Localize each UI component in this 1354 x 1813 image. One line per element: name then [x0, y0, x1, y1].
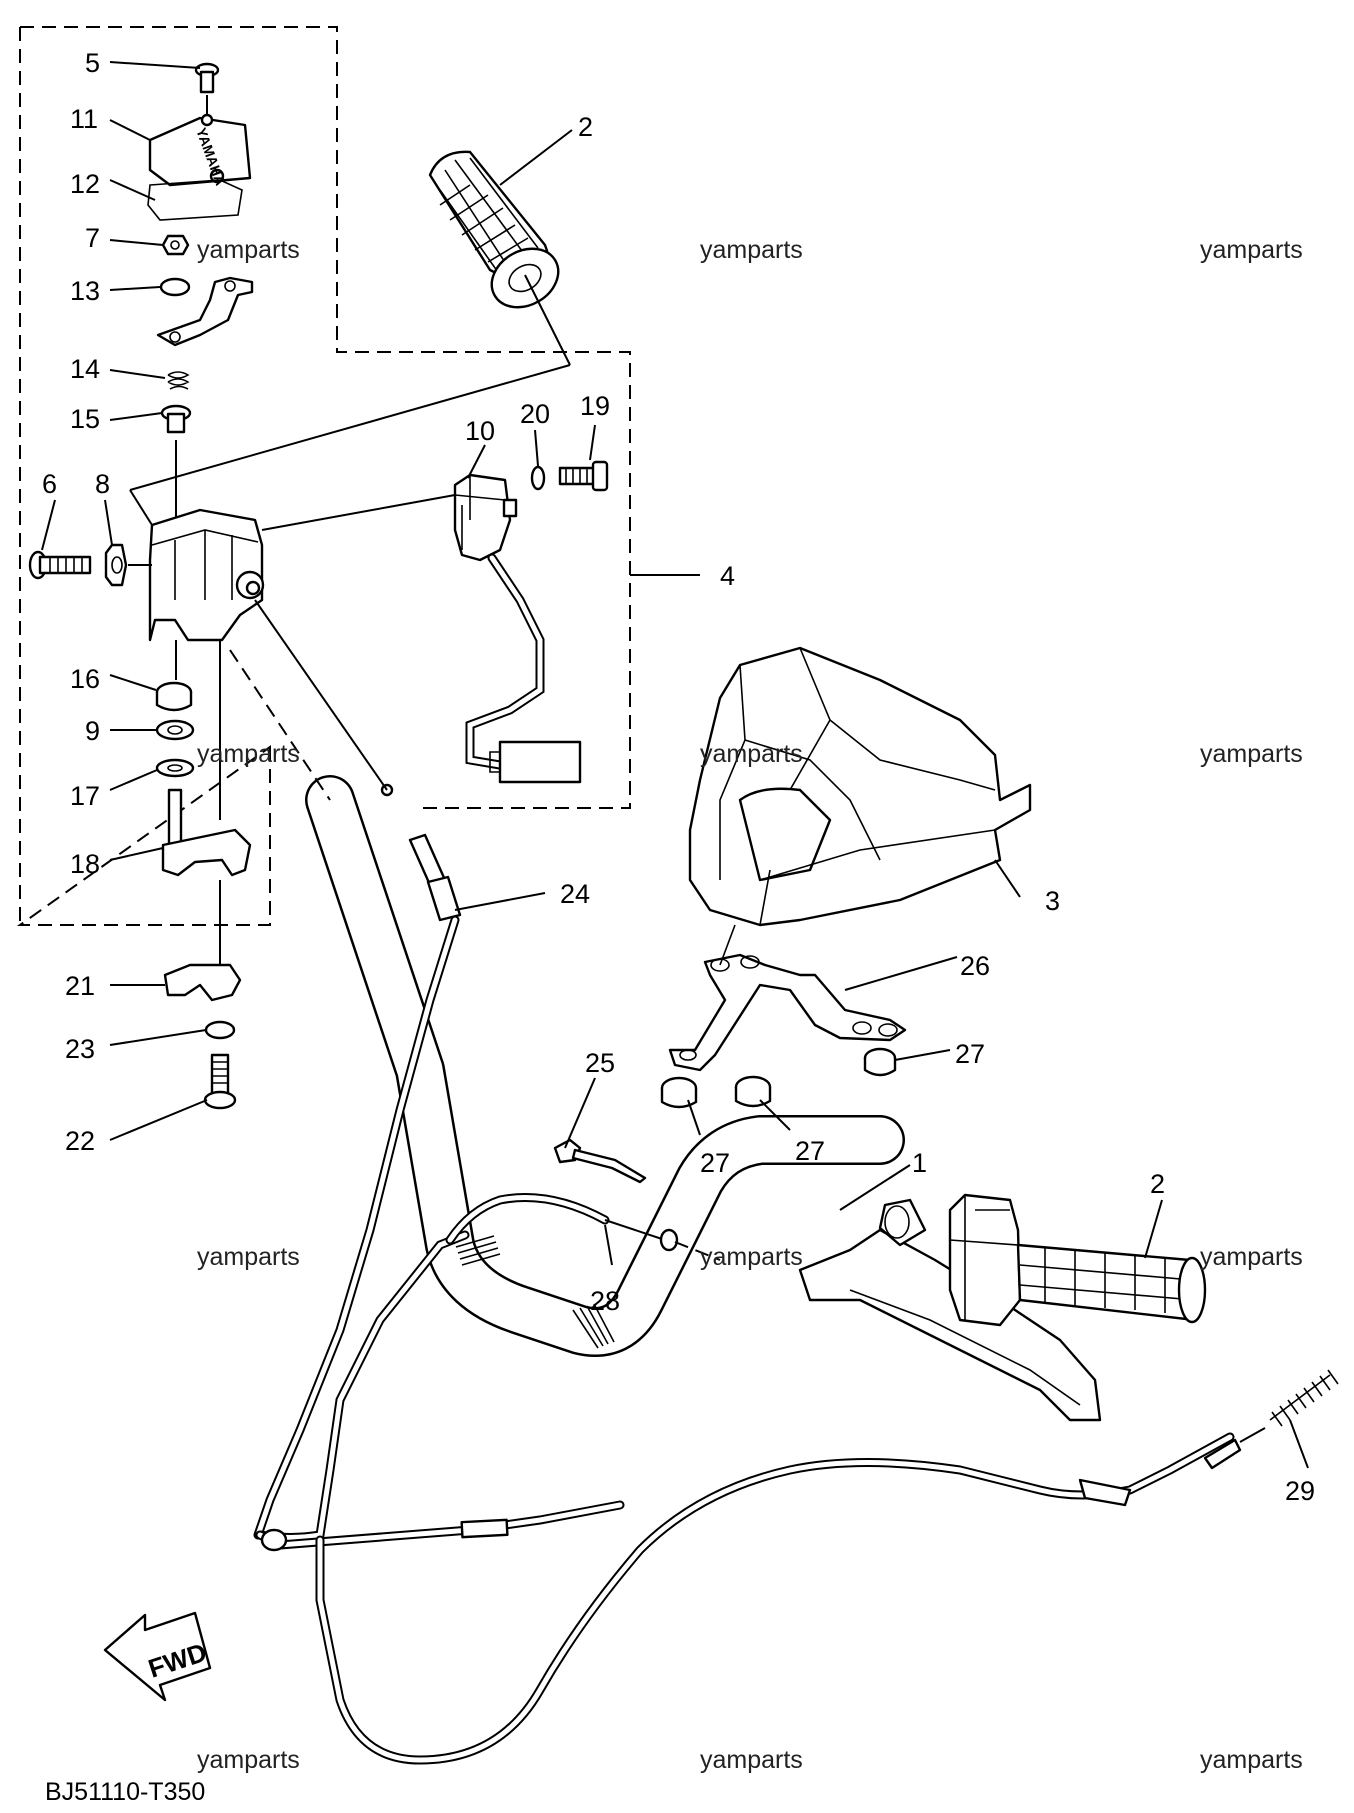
callout-27-mid: 27	[795, 1136, 825, 1166]
callout-6: 6	[42, 469, 57, 499]
bolt-19	[558, 460, 609, 492]
callout-20: 20	[520, 399, 550, 429]
watermark-10: yamparts	[197, 1746, 300, 1774]
diagram-code: BJ51110-T350	[45, 1778, 205, 1806]
callout-13: 13	[70, 276, 100, 306]
grip-2-right	[1016, 1243, 1207, 1324]
brake-cable-fitting	[1078, 1438, 1242, 1507]
handlebar-knurl	[455, 1235, 615, 1349]
callout-27-right: 27	[955, 1039, 985, 1069]
watermark-8: yamparts	[700, 1243, 803, 1271]
callout-28: 28	[590, 1286, 620, 1316]
clip-25	[553, 1138, 647, 1184]
gasket-12	[147, 179, 243, 221]
bush-16	[155, 681, 193, 712]
callout-7: 7	[85, 223, 100, 253]
pin-15	[160, 404, 192, 434]
callout-8: 8	[95, 469, 110, 499]
group-box-throttle-housing	[16, 26, 631, 926]
lead-wire	[255, 1230, 470, 1542]
watermark-11: yamparts	[700, 1746, 803, 1774]
throttle-lever-18	[161, 788, 252, 877]
callout-2-right: 2	[1150, 1169, 1165, 1199]
watermark-1: yamparts	[197, 236, 300, 264]
callout-26: 26	[960, 951, 990, 981]
watermark-3: yamparts	[1200, 236, 1303, 264]
callout-4: 4	[720, 561, 735, 591]
nut-7	[161, 234, 190, 256]
lead-wire-connector	[260, 1518, 509, 1552]
callout-27-left: 27	[700, 1148, 730, 1178]
cable-end-28	[659, 1228, 679, 1252]
callout-1: 1	[912, 1148, 927, 1178]
callout-numbers: 5 11 12 7 13 14 15 6 8 16 9 17 18 21 23 …	[42, 48, 1315, 1506]
screw-5	[194, 62, 220, 94]
watermark-4: yamparts	[197, 740, 300, 768]
callout-12: 12	[70, 169, 100, 199]
watermark-5: yamparts	[700, 740, 803, 768]
rubber-27-a	[660, 1076, 698, 1109]
rubber-27-b	[734, 1075, 772, 1108]
callout-10: 10	[465, 416, 495, 446]
watermark-2: yamparts	[700, 236, 803, 264]
callout-22: 22	[65, 1126, 95, 1156]
switch-connector	[498, 740, 582, 784]
washer-9	[155, 719, 195, 741]
bolt-6	[28, 550, 92, 580]
watermark-7: yamparts	[197, 1243, 300, 1271]
callout-29: 29	[1285, 1476, 1315, 1506]
cowl-3	[688, 646, 1032, 927]
clamp-21	[163, 963, 242, 1002]
brake-lever-assembly	[798, 1198, 1102, 1422]
spring-14	[167, 371, 190, 390]
washer-20	[530, 465, 546, 491]
callout-25: 25	[585, 1048, 615, 1078]
fwd-arrow-icon: FWD	[103, 1611, 212, 1702]
cover-11: YAMAHA	[148, 113, 252, 188]
callout-3: 3	[1045, 886, 1060, 916]
cable-end-24	[380, 783, 462, 922]
callout-9: 9	[85, 716, 100, 746]
rubber-27-c	[863, 1047, 897, 1077]
bracket-13	[156, 276, 254, 347]
nut-8	[104, 543, 128, 587]
leader-lines	[41, 61, 1309, 1469]
callout-24: 24	[560, 879, 590, 909]
callout-15: 15	[70, 404, 100, 434]
callout-16: 16	[70, 664, 100, 694]
callout-21: 21	[65, 971, 95, 1001]
throttle-housing	[148, 508, 265, 642]
callout-5: 5	[85, 48, 100, 78]
callout-2-top: 2	[578, 112, 593, 142]
watermark-12: yamparts	[1200, 1746, 1303, 1774]
spring-29	[1269, 1369, 1339, 1427]
washer-13	[159, 277, 191, 297]
callout-23: 23	[65, 1034, 95, 1064]
callout-11: 11	[70, 104, 98, 134]
watermark-6: yamparts	[1200, 740, 1303, 768]
washer-17	[155, 758, 195, 778]
switch-10	[453, 473, 518, 562]
callout-17: 17	[70, 781, 100, 811]
callout-19: 19	[580, 391, 610, 421]
callout-14: 14	[70, 354, 100, 384]
bracket-26	[668, 953, 907, 1072]
screw-22	[203, 1053, 237, 1110]
callout-18: 18	[70, 849, 100, 879]
grip-2-top	[428, 150, 560, 309]
watermark-9: yamparts	[1200, 1243, 1303, 1271]
watermarks: yamparts yamparts yamparts yamparts yamp…	[197, 236, 1303, 1774]
washer-23	[204, 1020, 236, 1040]
switch-right	[948, 1193, 1022, 1327]
